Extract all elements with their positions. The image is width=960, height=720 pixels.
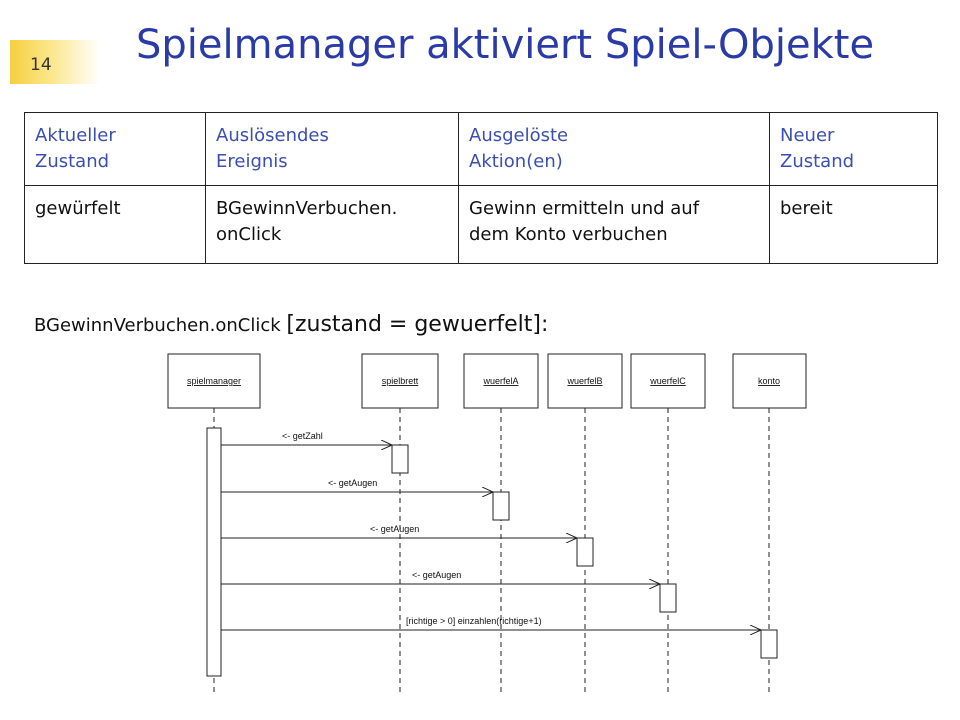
- table-row: gewürfelt BGewinnVerbuchen.onClick Gewin…: [24, 185, 938, 264]
- lifeline-label: wuerfelC: [649, 376, 686, 386]
- slide-title: Spielmanager aktiviert Spiel-Objekte: [136, 22, 875, 68]
- lifeline-box: [167, 353, 261, 409]
- activation-bar-wuerfelB: [576, 537, 594, 567]
- message-4: <- getAugen: [221, 570, 677, 613]
- message-3: <- getAugen: [221, 524, 594, 567]
- slide-number-background: [10, 40, 100, 84]
- lifeline-konto: konto: [732, 353, 807, 694]
- message-label: <- getAugen: [328, 478, 377, 488]
- lifeline-wuerfelA: wuerfelA: [463, 353, 539, 694]
- guard-condition: BGewinnVerbuchen.onClick [zustand = gewu…: [34, 312, 548, 337]
- lifeline-label: wuerfelB: [566, 376, 602, 386]
- lifeline-box: [361, 353, 439, 409]
- message-label: [richtige > 0] einzahlen(richtige+1): [406, 616, 542, 626]
- activation-bar-konto: [760, 629, 778, 659]
- guard-event: BGewinnVerbuchen.onClick: [34, 315, 281, 336]
- lifeline-wuerfelC: wuerfelC: [630, 353, 706, 694]
- lifeline-wuerfelB: wuerfelB: [547, 353, 623, 694]
- cell-trigger-event: BGewinnVerbuchen.onClick: [205, 185, 459, 264]
- lifeline-label: spielbrett: [382, 376, 419, 386]
- lifeline-label: spielmanager: [187, 376, 241, 386]
- activation-bar-spielbrett: [391, 444, 409, 474]
- lifeline-box: [463, 353, 539, 409]
- message-5: [richtige > 0] einzahlen(richtige+1): [221, 616, 778, 659]
- message-label: <- getAugen: [370, 524, 419, 534]
- message-label: <- getZahl: [282, 431, 323, 441]
- lifeline-box: [732, 353, 807, 409]
- cell-current-state: gewürfelt: [24, 185, 206, 264]
- cell-new-state: bereit: [769, 185, 938, 264]
- message-2: <- getAugen: [221, 478, 510, 521]
- message-1: <- getZahl: [221, 431, 409, 474]
- lifeline-label: wuerfelA: [482, 376, 518, 386]
- lifeline-box: [630, 353, 706, 409]
- lifeline-label: konto: [758, 376, 780, 386]
- message-label: <- getAugen: [412, 570, 461, 580]
- guard-condition-text: [zustand = gewuerfelt]:: [286, 312, 549, 337]
- lifeline-box: [547, 353, 623, 409]
- activation-bar-wuerfelC: [659, 583, 677, 613]
- activation-bar-spielmanager: [206, 427, 222, 677]
- activation-bar-wuerfelA: [492, 491, 510, 521]
- slide-number: 14: [30, 55, 52, 75]
